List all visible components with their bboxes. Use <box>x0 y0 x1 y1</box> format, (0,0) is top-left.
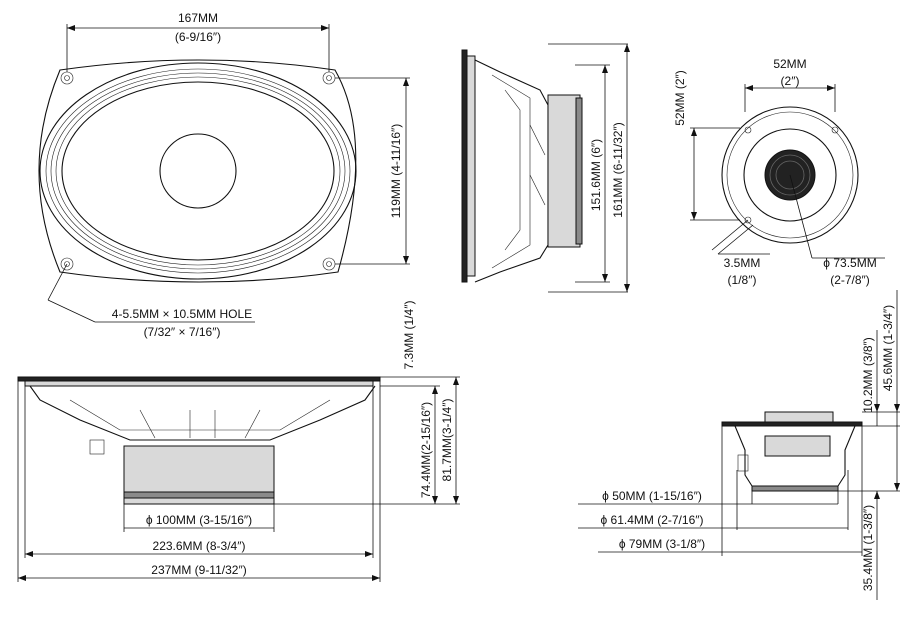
bottom-view: 7.3MM (1/4″) 74.4MM(2-15/16″) 81.7MM(3-1… <box>17 301 460 582</box>
side-outer-height-dim: 161MM (6-11/32″) <box>611 122 625 217</box>
mounting-hole-tl <box>60 71 74 85</box>
surround-outer <box>39 62 357 280</box>
bottom-inner-width-dim: 223.6MM (8-3/4″) <box>153 539 246 553</box>
tweeter-dia-a: ϕ 50MM (1-15/16″) <box>602 489 702 503</box>
front-width-inch: (6-9/16″) <box>175 30 221 44</box>
cone-edge <box>61 81 335 261</box>
bottom-outer-width-dim: 237MM (9-11/32″) <box>151 563 246 577</box>
tweeter-bottom-dim: 35.4MM (1-3/8″) <box>861 505 875 591</box>
tweeter-diameter-inch: (2-7/8″) <box>830 273 870 287</box>
bottom-depth-a-dim: 74.4MM(2-15/16″) <box>419 402 433 498</box>
surround-ring-3 <box>55 76 341 266</box>
tweeter-total-dim: 45.6MM (1-3/4″) <box>881 305 895 391</box>
tweeter-dome <box>764 411 834 423</box>
front-view: 167MM (6-9/16″) 119MM (4-11/16″) 4-5.5MM… <box>38 11 410 339</box>
tweeter-offset-mm: 3.5MM <box>724 256 761 270</box>
front-height-dim: 119MM (4-11/16″) <box>389 124 403 219</box>
dust-cap <box>159 133 237 209</box>
side-flange <box>461 49 468 283</box>
tweeter-top-dim: 10.2MM (3/8″) <box>861 337 875 413</box>
tweeter-diameter-mm: ϕ 73.5MM <box>823 256 876 270</box>
tweeter-height-dim: 52MM (2″) <box>673 70 687 126</box>
bottom-flange-dim: 7.3MM (1/4″) <box>402 301 416 370</box>
tweeter-side-view: 10.2MM (3/8″) 45.6MM (1-3/4″) 35.4MM (1-… <box>578 290 900 600</box>
tweeter-width-mm: 52MM <box>773 57 806 71</box>
mounting-hole-tr <box>322 71 336 85</box>
tweeter-offset-inch: (1/8″) <box>728 273 757 287</box>
side-gasket <box>466 55 476 277</box>
tweeter-outer-ring <box>721 106 859 244</box>
mounting-hole-br <box>322 257 336 271</box>
side-basket <box>474 59 549 283</box>
hole-dim-mm: 4-5.5MM × 10.5MM HOLE <box>112 307 252 321</box>
tweeter-width-inch: (2″) <box>781 74 800 88</box>
bottom-depth-b-dim: 81.7MM(3-1/4″) <box>440 399 454 482</box>
tweeter-flange <box>721 421 863 427</box>
side-magnet <box>547 94 581 248</box>
side-view: 151.6MM (6″) 161MM (6-11/32″) <box>461 43 630 293</box>
tweeter-dia-c: ϕ 79MM (3-1/8″) <box>619 537 705 551</box>
tweeter-front-view: 52MM (2″) 52MM (2″) 3.5MM (1/8″) ϕ 73.5M… <box>673 57 885 287</box>
bottom-basket <box>29 385 376 441</box>
frame-outline <box>38 59 357 283</box>
bottom-magnet-dim: ϕ 100MM (3-15/16″) <box>146 513 252 527</box>
bottom-flange <box>17 376 381 382</box>
mounting-hole-bl <box>60 257 74 271</box>
front-width-mm: 167MM <box>178 11 218 25</box>
hole-dim-inch: (7/32″ × 7/16″) <box>144 325 221 339</box>
surround-ring-2 <box>50 72 346 270</box>
surround-ring-1 <box>45 68 351 274</box>
side-inner-height-dim: 151.6MM (6″) <box>589 139 603 211</box>
tweeter-dia-b: ϕ 61.4MM (2-7/16″) <box>600 513 703 527</box>
